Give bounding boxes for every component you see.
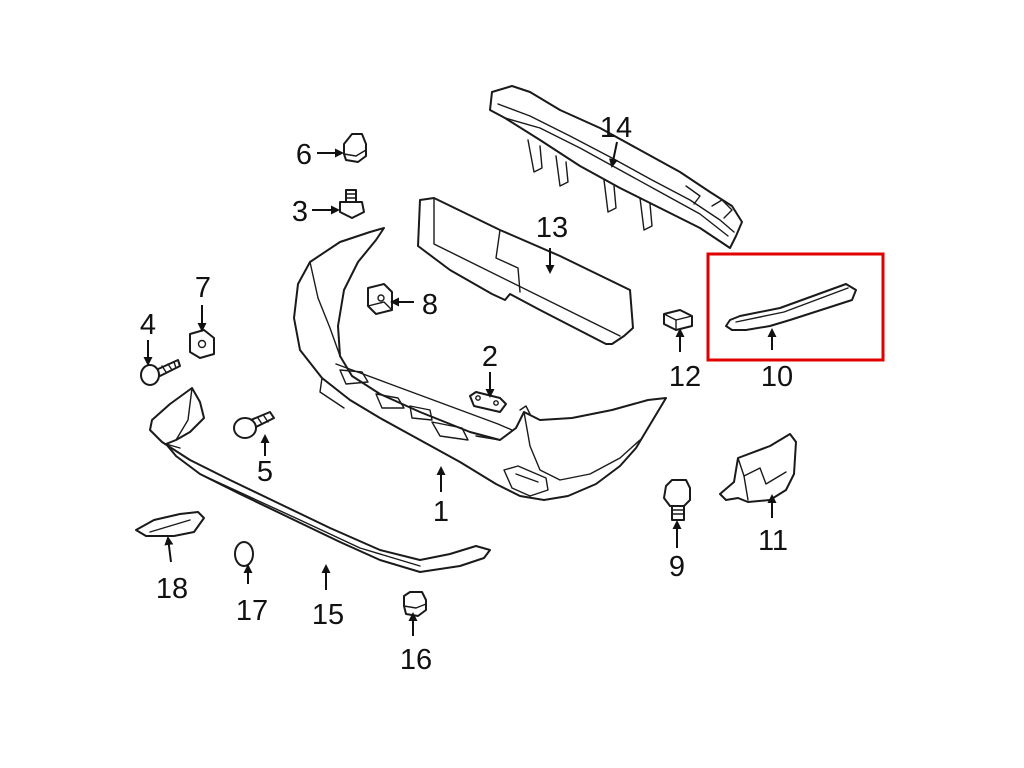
- callout-18: 18: [156, 573, 188, 605]
- callout-4: 4: [140, 309, 156, 341]
- callout-14: 14: [600, 112, 632, 144]
- part-9-bolt[interactable]: [663, 479, 691, 521]
- part-1-bumper-cover[interactable]: [293, 227, 667, 501]
- callout-1: 1: [433, 496, 449, 528]
- callout-17: 17: [236, 595, 268, 627]
- callout-8: 8: [422, 289, 438, 321]
- highlight-box-part-10: [706, 252, 885, 362]
- part-3-bolt[interactable]: [339, 189, 365, 219]
- callout-10: 10: [761, 361, 793, 393]
- callout-9: 9: [669, 551, 685, 583]
- part-4-pin-bolt[interactable]: [140, 359, 181, 386]
- callout-11: 11: [758, 525, 788, 557]
- part-5-bolt[interactable]: [233, 411, 275, 439]
- part-10-molding[interactable]: [725, 283, 857, 331]
- callout-16: 16: [400, 644, 432, 676]
- part-6-nut[interactable]: [343, 133, 367, 163]
- part-15-lower-valance[interactable]: [149, 387, 491, 573]
- part-8-clip-nut[interactable]: [367, 283, 393, 315]
- callout-labels: 1 2 3 4 5 6 7 8 9 10 11 12 13 14 15 16 1…: [140, 112, 793, 676]
- part-17-cap[interactable]: [234, 541, 254, 567]
- part-16-bolt[interactable]: [403, 591, 427, 617]
- callout-2: 2: [482, 341, 498, 373]
- part-12-clip[interactable]: [663, 309, 693, 331]
- callout-15: 15: [312, 599, 344, 631]
- part-7-push-nut[interactable]: [189, 329, 215, 359]
- part-2-license-bracket[interactable]: [469, 391, 507, 413]
- part-11-bracket[interactable]: [719, 433, 797, 503]
- part-18-reflector[interactable]: [135, 511, 205, 537]
- leader-lines: [143, 141, 777, 636]
- callout-12: 12: [669, 361, 701, 393]
- callout-5: 5: [257, 456, 273, 488]
- callout-13: 13: [536, 212, 568, 244]
- callout-3: 3: [292, 196, 308, 228]
- callout-7: 7: [195, 272, 211, 304]
- part-14-reinforcement-beam[interactable]: [489, 85, 743, 249]
- callout-6: 6: [296, 139, 312, 171]
- part-13-energy-absorber[interactable]: [417, 197, 634, 345]
